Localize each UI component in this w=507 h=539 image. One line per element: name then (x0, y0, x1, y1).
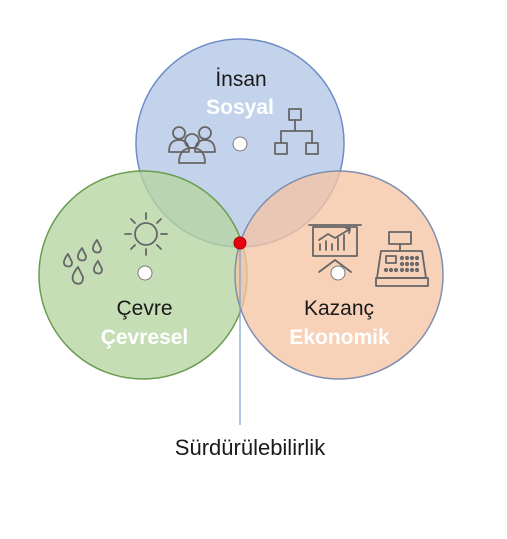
center-label: Sürdürülebilirlik (174, 435, 326, 460)
presentation-chart-icon (308, 224, 362, 273)
hierarchy-chart-icon (274, 108, 319, 155)
insan-title: İnsan (215, 68, 267, 91)
cevre-subtitle: Çevresel (100, 326, 189, 349)
kazanc-dot (330, 265, 346, 281)
kazanc-subtitle: Ekonomik (289, 326, 390, 349)
insan-dot (232, 136, 248, 152)
people-group-icon (168, 126, 216, 164)
insan-subtitle: Sosyal (206, 96, 274, 119)
raindrops-icon (63, 239, 103, 285)
cash-register-icon (375, 231, 429, 287)
center-marker (233, 236, 247, 250)
kazanc-title: Kazanç (303, 297, 375, 320)
sun-icon (124, 212, 168, 256)
cevre-dot (137, 265, 153, 281)
cevre-title: Çevre (116, 297, 173, 320)
